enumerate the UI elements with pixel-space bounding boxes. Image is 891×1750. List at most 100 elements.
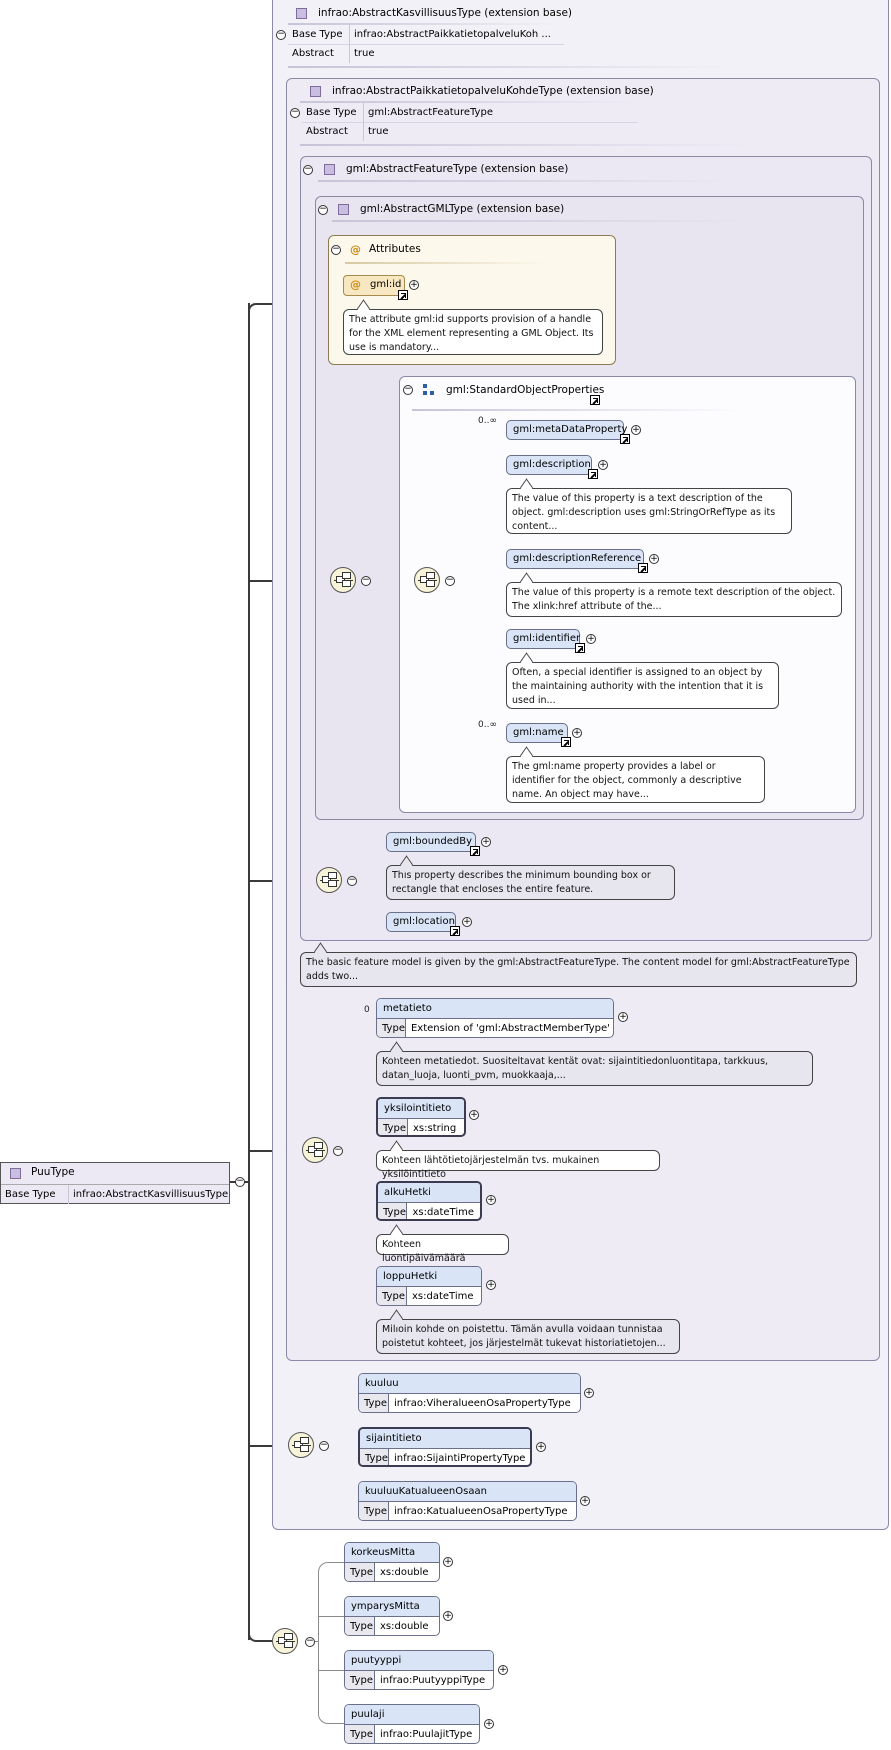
collapse-paikkatieto-icon[interactable]: − [290, 107, 300, 118]
gml-identifier-doc: Often, a special identifier is assigned … [506, 662, 779, 709]
reference-arrow-icon[interactable] [590, 395, 600, 405]
collapse-sequence-icon[interactable]: − [347, 875, 357, 886]
gml-descriptionreference-element[interactable]: gml:descriptionReference [506, 549, 644, 569]
collapse-sop-icon[interactable]: − [403, 384, 413, 395]
complex-type-icon [296, 8, 307, 19]
gml-boundedby-element[interactable]: gml:boundedBy [386, 832, 476, 852]
complex-type-icon [324, 164, 335, 175]
reference-arrow-icon[interactable] [398, 290, 408, 300]
sequence-compositor-icon[interactable] [302, 1137, 328, 1163]
reference-arrow-icon[interactable] [588, 469, 598, 479]
sequence-compositor-icon[interactable] [330, 567, 356, 593]
collapse-root-icon[interactable]: − [235, 1176, 245, 1187]
reference-arrow-icon[interactable] [450, 926, 460, 936]
collapse-sequence-icon[interactable]: − [361, 575, 371, 586]
gml-description-element[interactable]: gml:description [506, 455, 592, 475]
expand-korkeusmitta-icon[interactable]: + [443, 1557, 453, 1567]
feature-type-title: gml:AbstractFeatureType (extension base) [346, 163, 569, 175]
element-name: sijaintitieto [360, 1429, 530, 1449]
collapse-sequence-icon[interactable]: − [333, 1145, 343, 1156]
expand-sijaintitieto-icon[interactable]: + [536, 1442, 546, 1452]
expand-metadataproperty-icon[interactable]: + [631, 425, 641, 435]
type-value: xs:double [380, 1567, 429, 1578]
expand-kuuluu-icon[interactable]: + [584, 1388, 594, 1398]
base-type-key: Base Type [288, 25, 350, 44]
expand-ymparysmitta-icon[interactable]: + [443, 1611, 453, 1621]
type-key: Type [359, 1502, 389, 1520]
type-key: Type [359, 1394, 389, 1412]
element-name: kuuluuKatualueenOsaan [359, 1482, 576, 1502]
expand-kuuluukatualueenosaan-icon[interactable]: + [580, 1496, 590, 1506]
collapse-sequence-icon[interactable]: − [305, 1636, 315, 1647]
reference-arrow-icon[interactable] [575, 643, 585, 653]
alkuhetki-doc: Kohteen luontipäivämäärä [376, 1234, 509, 1264]
collapse-gml-icon[interactable]: − [318, 204, 328, 215]
complex-type-icon [310, 86, 321, 97]
sequence-compositor-icon[interactable] [288, 1432, 314, 1458]
gml-name-doc: The gml:name property provides a label o… [506, 756, 765, 803]
gml-description-doc: The value of this property is a text des… [506, 488, 792, 534]
base-type-value: infrao:AbstractPaikkatietopalveluKoh ... [354, 29, 551, 40]
gml-id-doc: The attribute gml:id supports provision … [343, 309, 603, 355]
sequence-compositor-icon[interactable] [414, 567, 440, 593]
type-value: infrao:PuulajitType [380, 1729, 473, 1740]
collapse-attributes-icon[interactable]: − [331, 244, 341, 255]
reference-arrow-icon[interactable] [561, 737, 571, 747]
expand-identifier-icon[interactable]: + [586, 634, 596, 644]
expand-gml-id-icon[interactable]: + [409, 280, 419, 290]
abstract-key: Abstract [288, 44, 350, 63]
sequence-compositor-icon[interactable] [272, 1628, 298, 1654]
collapse-sequence-icon[interactable]: − [319, 1440, 329, 1451]
type-key: Type [378, 1119, 408, 1135]
element-name: kuuluu [359, 1374, 580, 1394]
expand-metatieto-icon[interactable]: + [618, 1012, 628, 1022]
gml-metadataproperty-element[interactable]: gml:metaDataProperty [506, 420, 627, 440]
reference-arrow-icon[interactable] [638, 563, 648, 573]
attributes-title: Attributes [369, 243, 421, 255]
name-cardinality: 0..∞ [478, 720, 497, 730]
element-name: loppuHetki [377, 1267, 481, 1287]
reference-arrow-icon[interactable] [470, 846, 480, 856]
feature-type-doc: The basic feature model is given by the … [300, 952, 857, 987]
gml-name-element[interactable]: gml:name [506, 723, 568, 743]
expand-description-icon[interactable]: + [598, 460, 608, 470]
gml-id-attribute[interactable]: @ gml:id [343, 275, 405, 296]
expand-puulaji-icon[interactable]: + [484, 1719, 494, 1729]
expand-boundedby-icon[interactable]: + [481, 837, 491, 847]
expand-alkuhetki-icon[interactable]: + [486, 1195, 496, 1205]
gml-identifier-element[interactable]: gml:identifier [506, 629, 580, 649]
gml-location-element[interactable]: gml:location [386, 912, 456, 932]
element-name: alkuHetki [378, 1183, 480, 1203]
collapse-feature-icon[interactable]: − [303, 164, 313, 175]
collapse-kasvillisuus-icon[interactable]: − [276, 29, 286, 40]
kuuluu-element[interactable]: kuuluu Type infrao:ViheralueenOsaProperty… [358, 1373, 581, 1413]
complex-type-icon [10, 1168, 21, 1179]
expand-name-icon[interactable]: + [572, 728, 582, 738]
type-value: xs:double [380, 1621, 429, 1632]
reference-arrow-icon[interactable] [620, 434, 630, 444]
expand-puutyyppi-icon[interactable]: + [498, 1665, 508, 1675]
expand-location-icon[interactable]: + [462, 917, 472, 927]
attribute-at-icon: @ [350, 278, 361, 291]
expand-loppuhetki-icon[interactable]: + [486, 1280, 496, 1290]
sequence-compositor-icon[interactable] [316, 867, 342, 893]
collapse-sequence-icon[interactable]: − [445, 575, 455, 586]
kasvillisuus-type-title: infrao:AbstractKasvillisuusType (extensi… [318, 7, 572, 19]
expand-yksilointitieto-icon[interactable]: + [469, 1110, 479, 1120]
type-value: infrao:ViheralueenOsaPropertyType [394, 1398, 571, 1409]
type-value: infrao:PuutyyppiType [380, 1675, 486, 1686]
element-name: puutyyppi [345, 1651, 493, 1671]
expand-descriptionreference-icon[interactable]: + [649, 554, 659, 564]
type-key: Type [377, 1019, 406, 1037]
root-type-box[interactable]: PuuType Base Type infrao:AbstractKasvill… [0, 1162, 230, 1204]
